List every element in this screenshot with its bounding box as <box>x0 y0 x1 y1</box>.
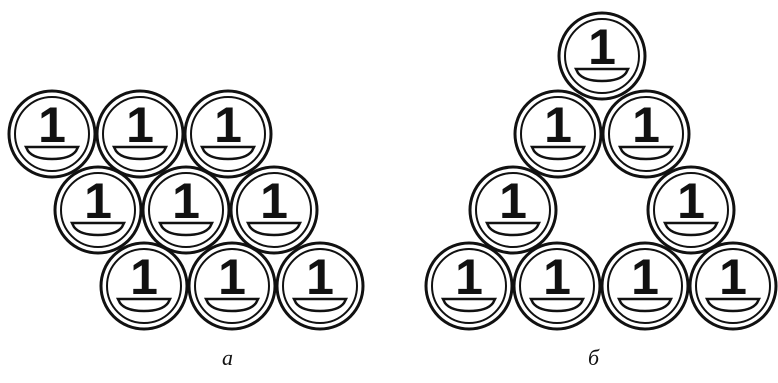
coin-bar-mark <box>69 221 127 237</box>
coin-outer-ring <box>424 241 514 331</box>
coin-digit: 1 <box>38 97 66 153</box>
coin-a-0-2: 1 <box>183 89 273 179</box>
coin-bar-mark <box>157 221 215 237</box>
coin-a-0-1: 1 <box>95 89 185 179</box>
coin-bar-mark <box>573 67 631 83</box>
coin-a-1-2: 1 <box>229 165 319 255</box>
coin-bar-mark <box>23 145 81 161</box>
coin-digit: 1 <box>218 249 246 305</box>
coin-a-2-0: 1 <box>99 241 189 331</box>
coin-outer-ring <box>601 89 691 179</box>
coin-b-2-0: 1 <box>468 165 558 255</box>
panel-a-caption: а <box>222 345 233 370</box>
coin-inner-ring <box>236 172 312 248</box>
coin-outer-ring <box>187 241 277 331</box>
coin-outer-ring <box>688 241 778 331</box>
coin-bar-mark <box>616 297 674 313</box>
coin-a-1-0: 1 <box>53 165 143 255</box>
coin-outer-ring <box>7 89 97 179</box>
coin-inner-ring <box>194 248 270 324</box>
coin-outer-ring <box>646 165 736 255</box>
coin-inner-ring <box>148 172 224 248</box>
coin-digit: 1 <box>631 249 659 305</box>
coin-inner-ring <box>60 172 136 248</box>
coin-outer-ring <box>600 241 690 331</box>
coin-bar-mark <box>245 221 303 237</box>
coin-digit: 1 <box>126 97 154 153</box>
coin-inner-ring <box>564 18 640 94</box>
coin-outer-ring <box>53 165 143 255</box>
coin-b-2-1: 1 <box>646 165 736 255</box>
coin-a-2-2: 1 <box>275 241 365 331</box>
coin-inner-ring <box>431 248 507 324</box>
coin-outer-ring <box>183 89 273 179</box>
coin-inner-ring <box>519 248 595 324</box>
coin-digit: 1 <box>172 173 200 229</box>
coin-b-3-1: 1 <box>512 241 602 331</box>
coin-b-3-3: 1 <box>688 241 778 331</box>
coin-digit: 1 <box>499 173 527 229</box>
coin-b-0-0: 1 <box>557 11 647 101</box>
coin-digit: 1 <box>543 249 571 305</box>
coin-digit: 1 <box>130 249 158 305</box>
coin-bar-mark <box>617 145 675 161</box>
coin-digit: 1 <box>677 173 705 229</box>
coin-bar-mark <box>440 297 498 313</box>
coin-digit: 1 <box>632 97 660 153</box>
coin-inner-ring <box>520 96 596 172</box>
coin-inner-ring <box>102 96 178 172</box>
coin-bar-mark <box>528 297 586 313</box>
coin-bar-mark <box>662 221 720 237</box>
coin-outer-ring <box>99 241 189 331</box>
coin-inner-ring <box>106 248 182 324</box>
coin-b-1-1: 1 <box>601 89 691 179</box>
coin-bar-mark <box>529 145 587 161</box>
coin-digit: 1 <box>719 249 747 305</box>
coin-outer-ring <box>557 11 647 101</box>
coin-digit: 1 <box>306 249 334 305</box>
coin-outer-ring <box>468 165 558 255</box>
coin-outer-ring <box>141 165 231 255</box>
coin-inner-ring <box>282 248 358 324</box>
coin-a-0-0: 1 <box>7 89 97 179</box>
coin-b-3-2: 1 <box>600 241 690 331</box>
coin-inner-ring <box>190 96 266 172</box>
coin-outer-ring <box>95 89 185 179</box>
coin-bar-mark <box>111 145 169 161</box>
coin-bar-mark <box>704 297 762 313</box>
coin-inner-ring <box>608 96 684 172</box>
coin-outer-ring <box>229 165 319 255</box>
coin-outer-ring <box>275 241 365 331</box>
coin-outer-ring <box>513 89 603 179</box>
coin-b-1-0: 1 <box>513 89 603 179</box>
coin-bar-mark <box>115 297 173 313</box>
coin-inner-ring <box>607 248 683 324</box>
coin-digit: 1 <box>84 173 112 229</box>
coin-a-1-1: 1 <box>141 165 231 255</box>
coin-digit: 1 <box>588 19 616 75</box>
coin-inner-ring <box>475 172 551 248</box>
coin-bar-mark <box>291 297 349 313</box>
coin-inner-ring <box>695 248 771 324</box>
coin-digit: 1 <box>544 97 572 153</box>
coin-digit: 1 <box>455 249 483 305</box>
coin-a-2-1: 1 <box>187 241 277 331</box>
coin-b-3-0: 1 <box>424 241 514 331</box>
coin-bar-mark <box>484 221 542 237</box>
coin-digit: 1 <box>260 173 288 229</box>
coin-bar-mark <box>203 297 261 313</box>
coin-digit: 1 <box>214 97 242 153</box>
coin-outer-ring <box>512 241 602 331</box>
coin-inner-ring <box>653 172 729 248</box>
panel-b-caption: б <box>588 345 600 370</box>
coin-bar-mark <box>199 145 257 161</box>
coin-inner-ring <box>14 96 90 172</box>
